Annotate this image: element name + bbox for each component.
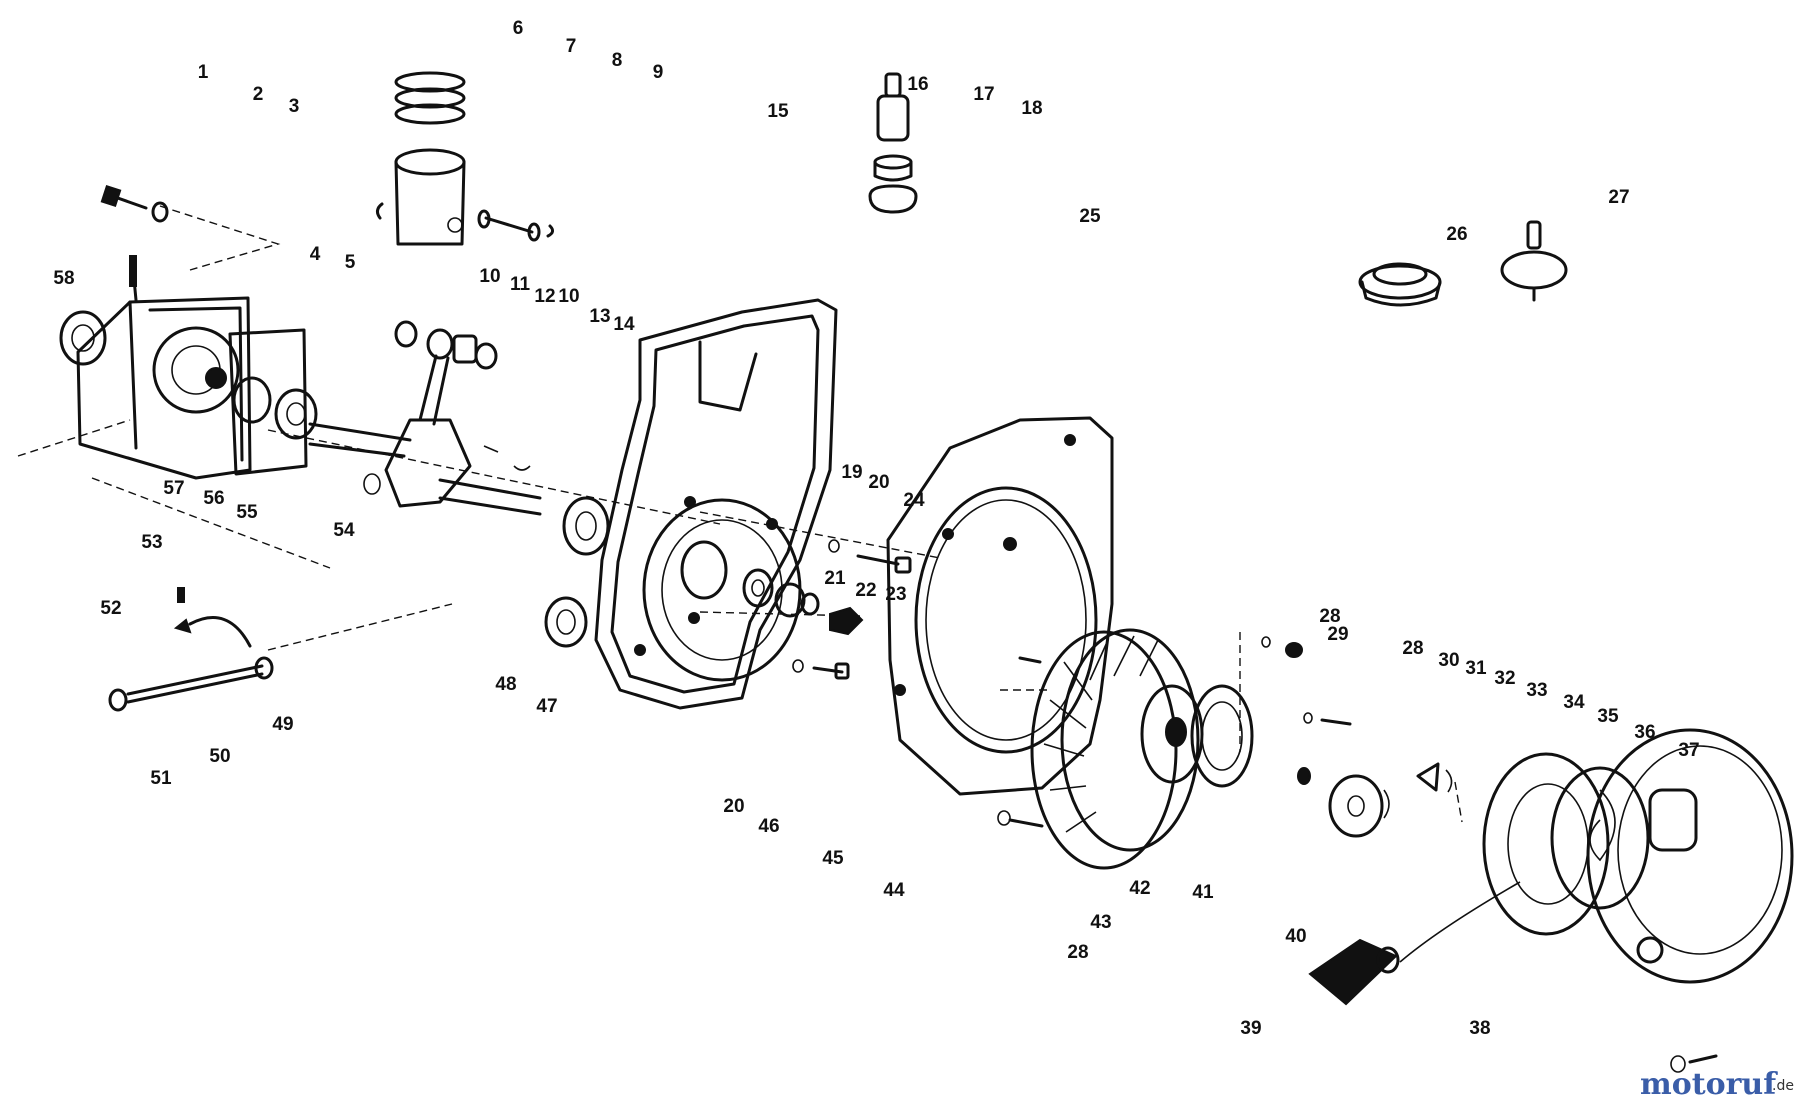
part-callout-30: 30 (1438, 650, 1459, 671)
crankcase-assembly (59, 255, 318, 480)
part-callout-58: 58 (53, 268, 74, 289)
part-callout-8: 8 (612, 50, 623, 71)
crankshaft-assembly (308, 320, 542, 516)
part-callout-1: 1 (198, 62, 209, 83)
part-callout-28: 28 (1319, 606, 1340, 627)
part-callout-9: 9 (653, 62, 664, 83)
part-callout-7: 7 (566, 36, 577, 57)
part-callout-15: 15 (767, 101, 789, 122)
part-callout-32: 32 (1494, 668, 1515, 689)
watermark-tld: .de (1772, 1078, 1794, 1094)
piston-group (375, 71, 555, 246)
part-callout-55: 55 (236, 502, 258, 523)
part-callout-10: 10 (479, 266, 500, 287)
part-callout-36: 36 (1634, 722, 1655, 743)
part-callout-4: 4 (310, 244, 321, 265)
part-callout-51: 51 (150, 768, 172, 789)
recoil-starter (1261, 220, 1794, 1073)
part-callout-10: 10 (558, 286, 579, 307)
part-callout-33: 33 (1526, 680, 1547, 701)
part-callout-50: 50 (209, 746, 230, 767)
part-callout-35: 35 (1597, 706, 1619, 727)
part-callout-19: 19 (841, 462, 862, 483)
part-callout-29: 29 (1327, 624, 1348, 645)
watermark-logo: motoruf .de (1640, 1067, 1794, 1102)
part-callout-31: 31 (1465, 658, 1487, 679)
engine-housing (594, 298, 838, 710)
part-callout-41: 41 (1192, 882, 1214, 903)
part-callout-20: 20 (868, 472, 889, 493)
part-callout-42: 42 (1129, 878, 1150, 899)
part-callout-16: 16 (907, 74, 928, 95)
part-callout-22: 22 (855, 580, 876, 601)
part-callout-47: 47 (536, 696, 557, 717)
part-callout-57: 57 (163, 478, 184, 499)
part-callout-45: 45 (822, 848, 844, 869)
part-callout-18: 18 (1021, 98, 1042, 119)
part-callout-56: 56 (203, 488, 224, 509)
part-callout-54: 54 (333, 520, 355, 541)
part-callout-28: 28 (1402, 638, 1423, 659)
housing-fasteners (774, 539, 912, 680)
part-callout-14: 14 (613, 314, 635, 335)
part-callout-23: 23 (885, 584, 906, 605)
part-callout-24: 24 (903, 490, 925, 511)
bearing-and-washer (544, 496, 610, 648)
part-callout-49: 49 (272, 714, 293, 735)
part-callout-11: 11 (510, 274, 531, 295)
part-callout-53: 53 (141, 532, 162, 553)
screw-and-washer (100, 184, 169, 223)
part-callout-20: 20 (723, 796, 744, 817)
part-callout-3: 3 (289, 96, 300, 117)
watermark-brand: motoruf (1640, 1067, 1778, 1102)
part-callout-13: 13 (589, 306, 610, 327)
blower-housing (886, 416, 1114, 796)
part-callout-5: 5 (345, 252, 356, 273)
cylinder-fittings (868, 72, 918, 214)
part-callout-44: 44 (883, 880, 905, 901)
part-callout-21: 21 (824, 568, 846, 589)
part-callout-6: 6 (513, 18, 524, 39)
part-callout-17: 17 (973, 84, 994, 105)
throttle-linkage (108, 587, 274, 712)
part-callout-46: 46 (758, 816, 779, 837)
part-callout-2: 2 (253, 84, 264, 105)
part-callout-28: 28 (1067, 942, 1088, 963)
part-callout-38: 38 (1469, 1018, 1490, 1039)
part-callout-43: 43 (1090, 912, 1111, 933)
part-callout-39: 39 (1240, 1018, 1261, 1039)
flywheel (997, 628, 1254, 870)
part-callout-52: 52 (100, 598, 121, 619)
part-callout-40: 40 (1285, 926, 1306, 947)
part-callout-25: 25 (1079, 206, 1101, 227)
part-callout-34: 34 (1563, 692, 1585, 713)
part-callout-48: 48 (495, 674, 516, 695)
pull-handle-and-rope (1308, 881, 1521, 1006)
part-callout-26: 26 (1446, 224, 1467, 245)
part-callout-27: 27 (1608, 187, 1629, 208)
part-callout-12: 12 (534, 286, 555, 307)
part-callout-37: 37 (1678, 740, 1699, 761)
